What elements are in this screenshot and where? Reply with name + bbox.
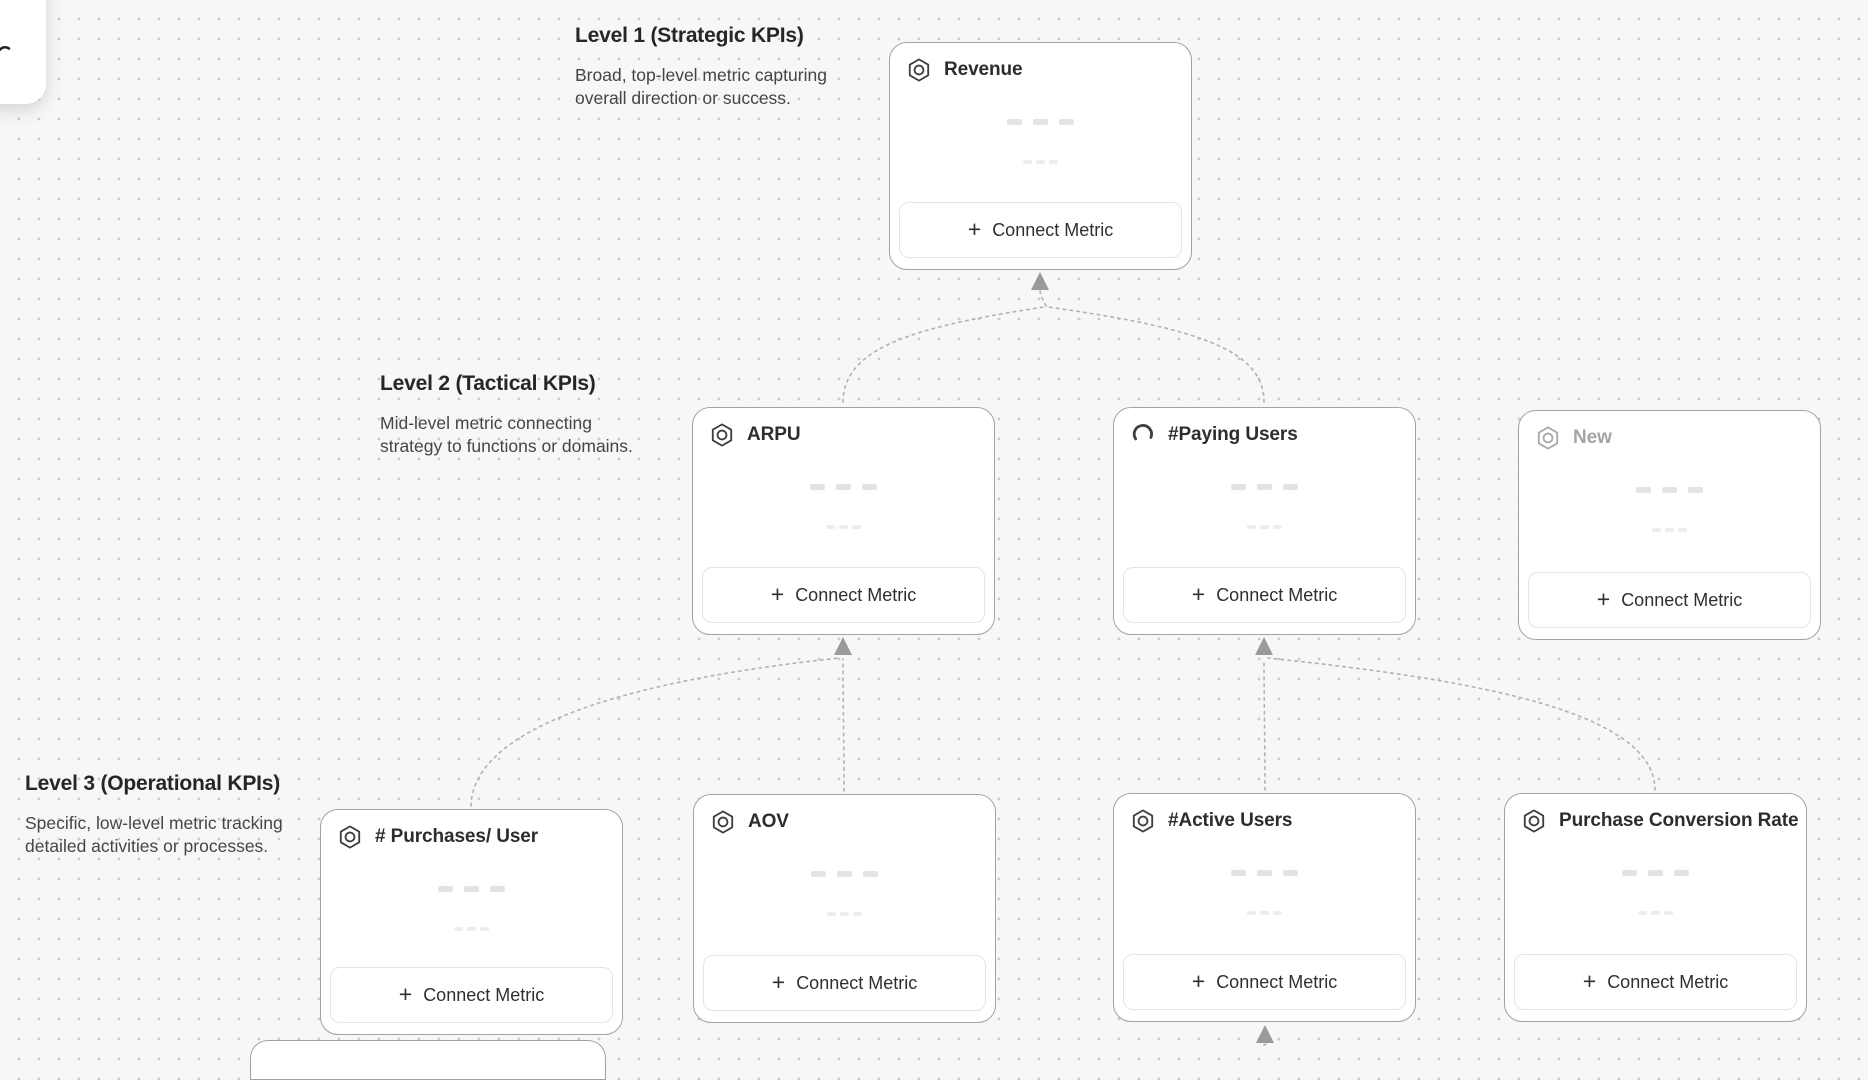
connect-metric-label: Connect Metric — [1216, 971, 1338, 992]
metric-placeholder-dashes — [1114, 525, 1415, 529]
metric-placeholder-dashes — [1505, 911, 1806, 915]
metric-card-title: #Paying Users — [1168, 424, 1298, 445]
metric-placeholder-bars — [321, 886, 622, 892]
connect-metric-label: Connect Metric — [992, 219, 1114, 240]
hexagon-circle-icon — [712, 810, 734, 834]
hexagon-circle-icon — [1132, 809, 1154, 833]
metric-card-title: Revenue — [944, 59, 1023, 80]
connect-metric-button[interactable]: + Connect Metric — [1123, 954, 1406, 1010]
plus-icon: + — [770, 580, 785, 607]
plus-icon: + — [1191, 967, 1206, 994]
arrowhead-up-icon — [1255, 637, 1273, 655]
metric-placeholder-bars — [890, 119, 1191, 125]
metric-placeholder-bars — [1519, 487, 1820, 493]
metric-card-title: Purchase Conversion Rate — [1559, 810, 1799, 831]
connect-metric-label: Connect Metric — [1216, 584, 1338, 605]
level1-description: Broad, top-level metric capturing overal… — [575, 65, 827, 108]
connect-metric-label: Connect Metric — [795, 584, 917, 605]
metric-card-revenue[interactable]: Revenue + Connect Metric — [889, 42, 1192, 270]
hexagon-circle-icon — [1537, 426, 1559, 450]
hexagon-circle-icon — [908, 58, 930, 82]
connect-metric-button[interactable]: + Connect Metric — [1528, 572, 1811, 628]
connect-metric-button[interactable]: + Connect Metric — [899, 202, 1182, 258]
metric-placeholder-dashes — [890, 160, 1191, 164]
connect-metric-button[interactable]: + Connect Metric — [1123, 567, 1406, 623]
connect-metric-button[interactable]: + Connect Metric — [1514, 954, 1797, 1010]
metric-placeholder-dashes — [1519, 528, 1820, 532]
metric-card-arpu[interactable]: ARPU + Connect Metric — [692, 407, 995, 635]
metric-card-purchases-per-user[interactable]: # Purchases/ User + Connect Metric — [320, 809, 623, 1035]
level3-title: Level 3 (Operational KPIs) — [25, 772, 281, 795]
metric-placeholder-bars — [1505, 870, 1806, 876]
plus-icon: + — [1191, 580, 1206, 607]
connect-metric-button[interactable]: + Connect Metric — [702, 567, 985, 623]
connect-metric-button[interactable]: + Connect Metric — [703, 955, 986, 1011]
plus-icon: + — [967, 215, 982, 242]
metric-placeholder-bars — [694, 871, 995, 877]
metric-placeholder-dashes — [1114, 911, 1415, 915]
plus-icon: + — [1596, 585, 1611, 612]
hexagon-circle-icon — [711, 423, 733, 447]
arrowhead-up-icon — [834, 637, 852, 655]
cursor-icon — [0, 46, 11, 52]
metric-card-title: AOV — [748, 811, 789, 832]
level3-label: Level 3 (Operational KPIs) Specific, low… — [25, 772, 283, 858]
metric-card-title: ARPU — [747, 424, 801, 445]
metric-card-partial-bottom[interactable] — [250, 1040, 606, 1080]
connect-metric-label: Connect Metric — [796, 972, 918, 993]
plus-icon: + — [771, 968, 786, 995]
metric-placeholder-dashes — [694, 912, 995, 916]
level1-title: Level 1 (Strategic KPIs) — [575, 24, 804, 47]
arrowhead-up-icon — [1031, 272, 1049, 290]
plus-icon: + — [398, 980, 413, 1007]
metric-placeholder-dashes — [321, 927, 622, 931]
hexagon-circle-icon — [339, 825, 361, 849]
metric-card-title: #Active Users — [1168, 810, 1293, 831]
spinner-arc-icon — [1132, 424, 1153, 441]
metric-placeholder-bars — [1114, 484, 1415, 490]
connect-metric-label: Connect Metric — [1607, 971, 1729, 992]
metric-placeholder-bars — [1114, 870, 1415, 876]
metric-card-paying-users[interactable]: #Paying Users + Connect Metric — [1113, 407, 1416, 635]
connect-metric-button[interactable]: + Connect Metric — [330, 967, 613, 1023]
arrowhead-up-icon — [1256, 1025, 1274, 1043]
metric-card-title: New — [1573, 427, 1612, 448]
connect-metric-label: Connect Metric — [1621, 589, 1743, 610]
metric-card-new[interactable]: New + Connect Metric — [1518, 410, 1821, 640]
plus-icon: + — [1582, 967, 1597, 994]
metric-card-aov[interactable]: AOV + Connect Metric — [693, 794, 996, 1023]
level1-label: Level 1 (Strategic KPIs) Broad, top-leve… — [575, 24, 827, 110]
hexagon-circle-icon — [1523, 809, 1545, 833]
metric-card-purchase-conversion-rate[interactable]: Purchase Conversion Rate + Connect Metri… — [1504, 793, 1807, 1022]
connect-metric-label: Connect Metric — [423, 984, 545, 1005]
level3-description: Specific, low-level metric tracking deta… — [25, 813, 283, 856]
level2-description: Mid-level metric connecting strategy to … — [380, 413, 633, 456]
toolbar-panel[interactable] — [0, 0, 46, 104]
metric-placeholder-dashes — [693, 525, 994, 529]
metric-placeholder-bars — [693, 484, 994, 490]
metric-card-title: # Purchases/ User — [375, 826, 539, 847]
metric-card-active-users[interactable]: #Active Users + Connect Metric — [1113, 793, 1416, 1022]
level2-label: Level 2 (Tactical KPIs) Mid-level metric… — [380, 372, 633, 458]
level2-title: Level 2 (Tactical KPIs) — [380, 372, 596, 395]
